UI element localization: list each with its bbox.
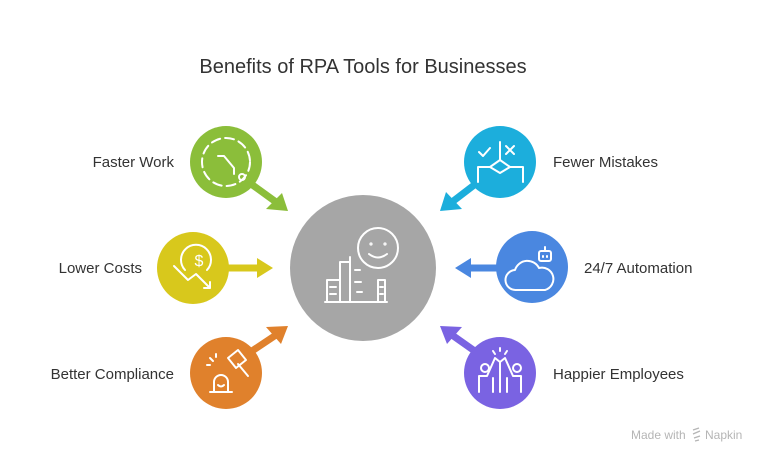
high-five-icon (478, 347, 522, 393)
happy-business-icon (324, 227, 399, 303)
benefit-fewer-mistakes: Fewer Mistakes (464, 126, 658, 198)
diagram-title: Benefits of RPA Tools for Businesses (199, 56, 526, 78)
center-node (290, 195, 436, 341)
benefit-label: 24/7 Automation (584, 260, 692, 277)
dollar-down-icon: $ (173, 243, 212, 289)
svg-text:$: $ (195, 253, 204, 270)
stopwatch-icon (201, 137, 251, 187)
benefit-automation: 24/7 Automation (496, 231, 692, 303)
benefit-label: Lower Costs (59, 260, 142, 277)
gavel-icon (206, 349, 249, 393)
cloud-robot-icon (504, 246, 555, 292)
napkin-watermark: Made with Napkin (631, 427, 742, 442)
arrow-automation (455, 258, 500, 278)
benefit-lower-costs: $ Lower Costs (59, 232, 229, 304)
benefit-label: Fewer Mistakes (553, 154, 658, 171)
benefit-better-compliance: Better Compliance (51, 337, 262, 409)
arrow-lower-costs (228, 258, 273, 278)
benefit-label: Better Compliance (51, 366, 174, 383)
benefit-happier-employees: Happier Employees (464, 337, 684, 409)
watermark-prefix: Made with (631, 428, 686, 442)
check-cross-decision-icon (477, 141, 524, 183)
benefit-label: Happier Employees (553, 366, 684, 383)
watermark-brand: Napkin (705, 428, 742, 442)
benefit-faster-work: Faster Work (93, 126, 262, 198)
benefit-label: Faster Work (93, 154, 175, 171)
napkin-logo-icon (692, 427, 701, 442)
